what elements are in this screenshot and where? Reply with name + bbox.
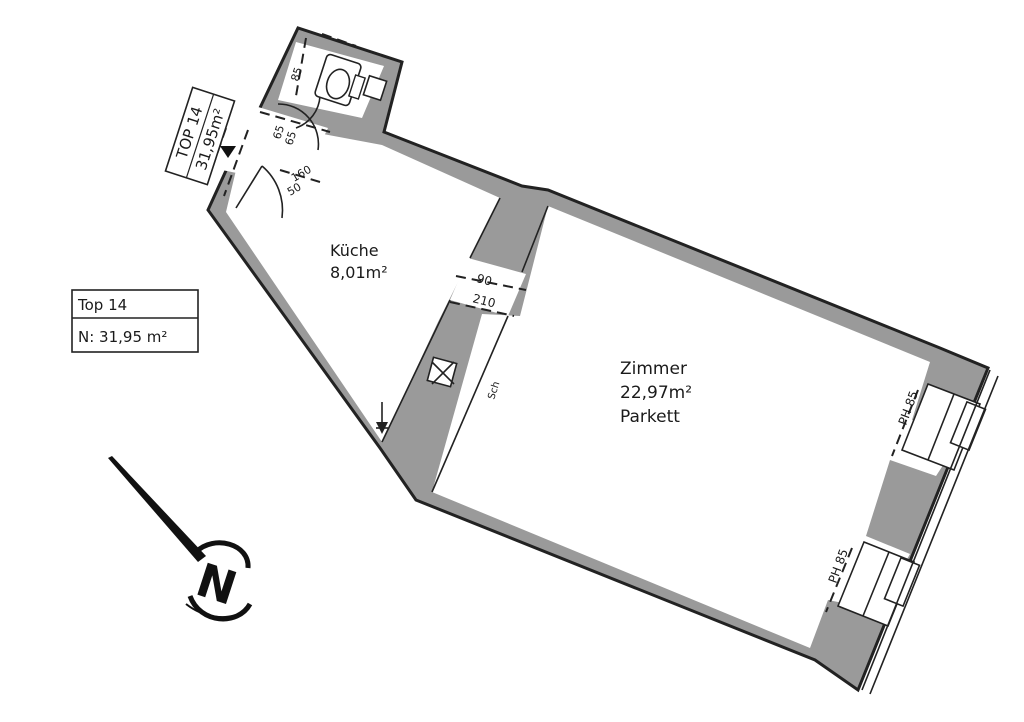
entry-floor [222,104,328,186]
kitchen-floor [226,120,500,442]
shaft-label: Sch [486,380,502,401]
north-letter: N [190,552,243,615]
room-name: Zimmer [620,359,687,379]
entry-arrow-icon [220,146,236,158]
bath-door-top-label: 65 [282,130,299,147]
room-floor [432,206,962,648]
basin-icon [362,74,388,102]
info-box-title: Top 14 [77,296,127,314]
details [205,33,999,695]
door-opening [450,258,526,316]
kitchen-area: 8,01m² [330,263,388,282]
wc-dim-label: 85 [288,66,305,83]
toilet-icon [314,53,367,107]
entry-50-label: 50 [285,180,304,198]
room-floor-type: Parkett [620,407,680,427]
kitchen-name: Küche [330,241,379,260]
door-jamb-line [455,275,527,291]
north-arrow-icon: N [108,456,253,622]
entry-door-swing [261,165,284,219]
info-box: Top 14 N: 31,95 m² [71,289,199,353]
room-area: 22,97m² [620,383,692,403]
door-height-label: 210 [471,291,497,310]
door-width-label: 90 [475,271,493,288]
info-box-area: N: 31,95 m² [78,328,167,346]
bath-door-mid-label: 65 [270,124,287,141]
